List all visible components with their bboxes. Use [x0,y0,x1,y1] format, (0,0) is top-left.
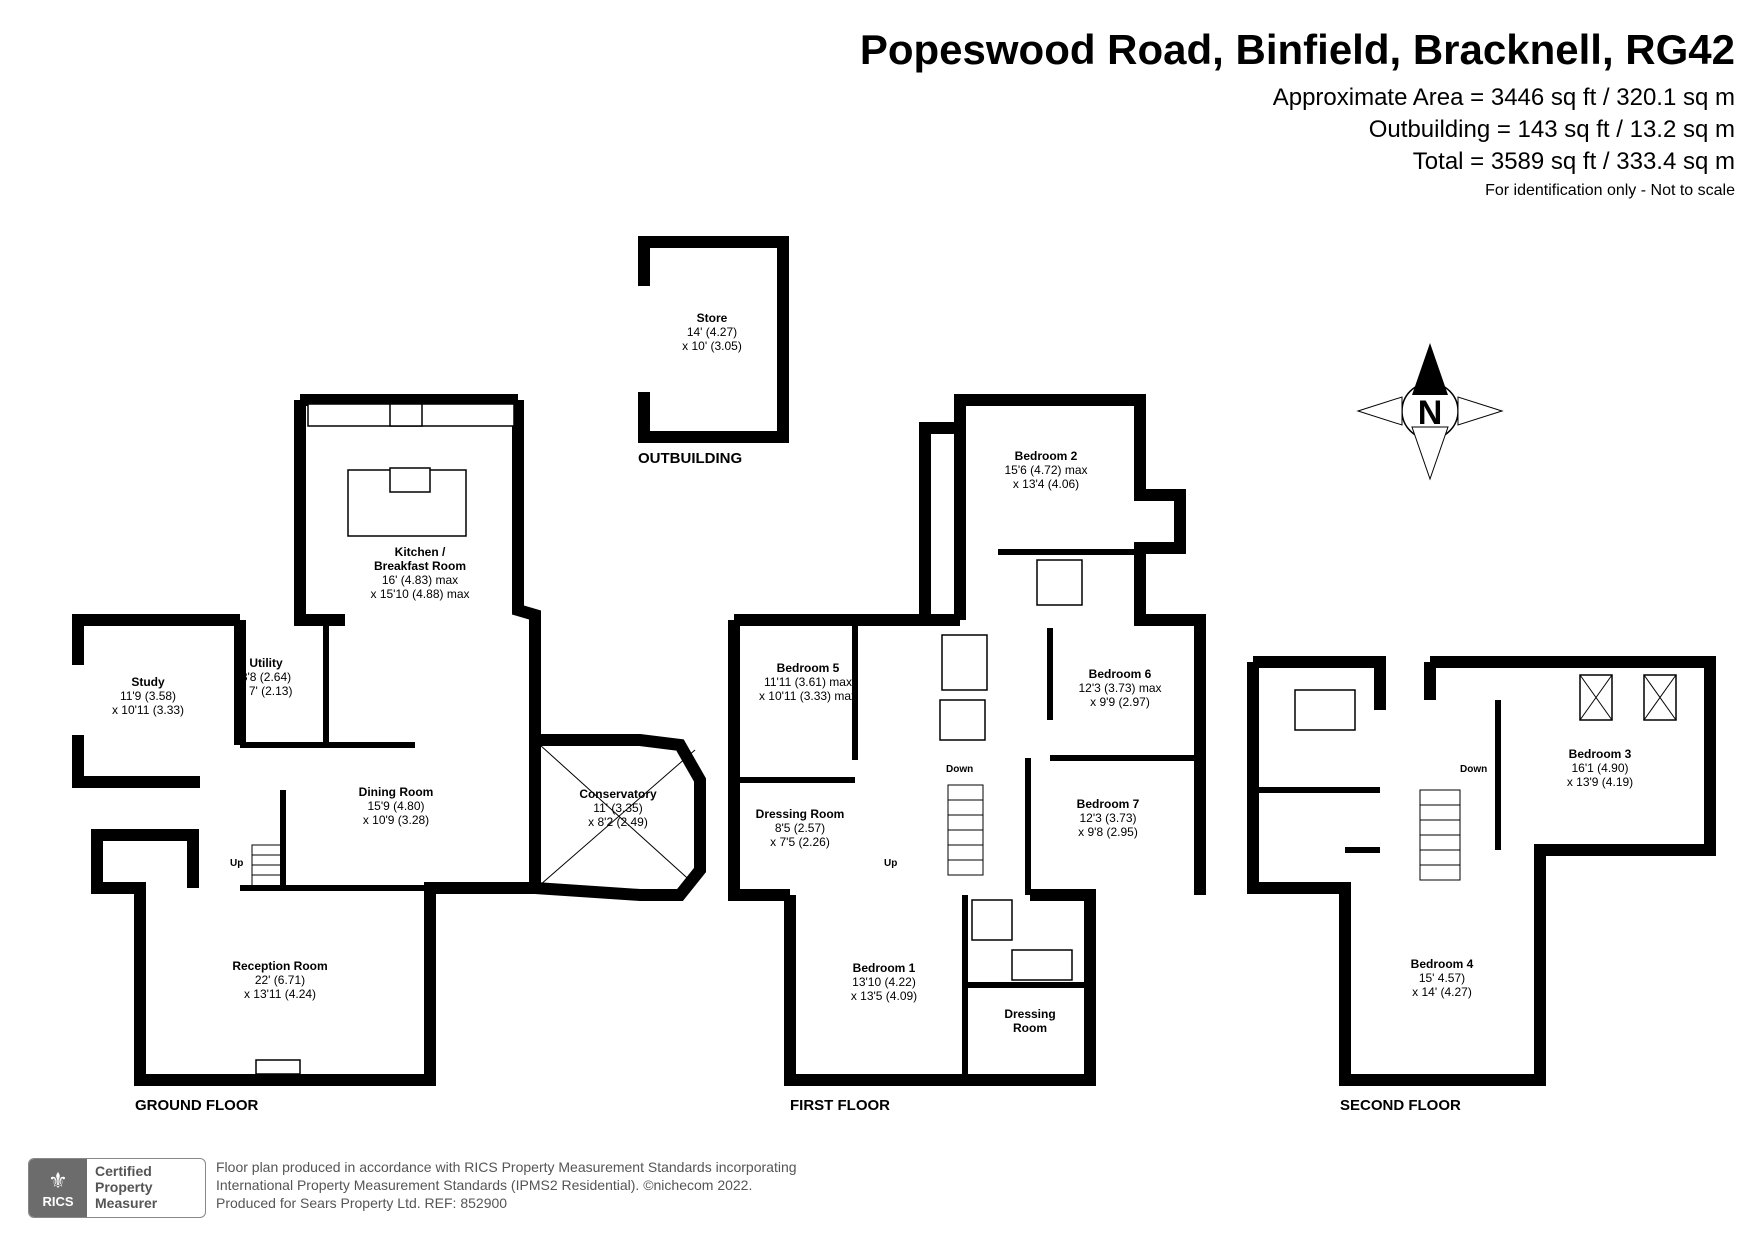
approximate-area: Approximate Area = 3446 sq ft / 320.1 sq… [1272,84,1735,111]
footer-disclaimer: Floor plan produced in accordance with R… [216,1159,797,1211]
skylight-icon [1579,674,1613,721]
first-floor-label: FIRST FLOOR [790,1097,890,1114]
bedroom3-name: Bedroom 3 [1569,747,1632,761]
utility-dim1: 8'8 (2.64) [241,670,291,684]
bedroom2-dim2: x 13'4 (4.06) [1013,477,1079,491]
bedroom2-name: Bedroom 2 [1015,449,1078,463]
bedroom4-name: Bedroom 4 [1411,957,1474,971]
bedroom1-dim1: 13'10 (4.22) [852,975,916,989]
compass: N [1356,343,1504,481]
conservatory-roof-line [539,749,696,886]
bedroom2-dim1: 15'6 (4.72) max [1005,463,1088,477]
store-name: Store [697,311,728,325]
dining-dim2: x 10'9 (3.28) [363,813,429,827]
reception-name: Reception Room [232,959,327,973]
skylight-icon [1643,674,1677,721]
bath-icon [1011,949,1073,981]
dressing1-dim1: 8'5 (2.57) [775,821,825,835]
second-left-wall-upper [1247,662,1351,895]
study-top-wall [72,614,240,665]
hob-icon [389,403,423,427]
outbuilding-label: OUTBUILDING [638,450,742,467]
kitchen-name1: Kitchen / [395,545,446,559]
total-area: Total = 3589 sq ft / 333.4 sq m [1412,148,1735,175]
bedroom6-dim2: x 9'9 (2.97) [1090,695,1150,709]
bedroom7-dim1: 12'3 (3.73) [1080,811,1137,825]
rics-certified-badge: ⚜ RICS Certified Property Measurer [28,1158,206,1218]
badge-text: Certified Property Measurer [95,1163,158,1211]
conservatory-name: Conservatory [579,787,657,801]
store-dim1: 14' (4.27) [687,325,737,339]
kitchen-left-wall [294,400,345,626]
kitchen-name2: Breakfast Room [374,559,466,573]
bedroom1-dim2: x 13'5 (4.09) [851,989,917,1003]
ground-floor-label: GROUND FLOOR [135,1097,258,1114]
conservatory-walls [534,734,706,901]
bedroom5-name: Bedroom 5 [777,661,840,675]
stairs-icon [251,784,1461,889]
shower-icon [939,699,986,741]
first-bottom-walls [784,889,1096,1086]
first-left-wall-upper [728,620,790,901]
utility-name: Utility [249,656,283,670]
stairs-up-label: Up [230,858,243,869]
ground-outer-walls [91,400,541,1086]
outbuilding-area: Outbuilding = 143 sq ft / 13.2 sq m [1368,116,1735,143]
study-bottom-wall [72,735,200,788]
stairs-up-label: Up [884,858,897,869]
dining-name: Dining Room [359,785,434,799]
store-walls [638,236,789,443]
conservatory-dim2: x 8'2 (2.49) [588,815,648,829]
bedroom3-walls [1430,656,1716,895]
bedroom2-left-walls [919,422,960,620]
kitchen-dim1: 16' (4.83) max [382,573,458,587]
compass-north-letter: N [1418,394,1443,432]
study-name: Study [131,675,165,689]
bedroom3-dim2: x 13'9 (4.19) [1567,775,1633,789]
bedroom6-name: Bedroom 6 [1089,667,1152,681]
bedroom4-dim1: 15' 4.57) [1419,971,1465,985]
shower-icon [1294,689,1356,731]
reception-dim1: 22' (6.71) [255,973,305,987]
dressing1-dim2: x 7'5 (2.26) [770,835,830,849]
bedroom5-dim2: x 10'11 (3.33) max [759,689,857,703]
property-title: Popeswood Road, Binfield, Bracknell, RG4… [859,26,1735,73]
dressing2-name2: Room [1013,1021,1047,1035]
fireplace-icon [255,1059,301,1075]
study-dim2: x 10'11 (3.33) [112,703,184,717]
dining-dim1: 15'9 (4.80) [368,799,425,813]
second-left-top-wall [1253,656,1386,710]
second-floor-label: SECOND FLOOR [1340,1097,1461,1114]
bedroom4-dim2: x 14' (4.27) [1412,985,1472,999]
bedroom7-name: Bedroom 7 [1077,797,1140,811]
dressing2-name1: Dressing [1004,1007,1055,1021]
bedroom1-name: Bedroom 1 [853,961,916,975]
study-dim1: 11'9 (3.58) [120,689,176,703]
stairs-down-label: Down [1460,764,1487,775]
bath-icon [941,634,988,691]
reception-dim2: x 13'11 (4.24) [244,987,316,1001]
bedroom3-dim1: 16'1 (4.90) [1572,761,1629,775]
shower-icon [971,899,1013,941]
dressing1-name: Dressing Room [756,807,845,821]
kitchen-dim2: x 15'10 (4.88) max [370,587,469,601]
first-right-walls [954,394,1206,895]
bedroom5-dim1: 11'11 (3.61) max [764,675,852,689]
conservatory-dim1: 11' (3.35) [593,801,642,815]
bedroom6-dim1: 12'3 (3.73) max [1079,681,1162,695]
store-dim2: x 10' (3.05) [682,339,742,353]
bedroom4-walls [1339,895,1546,1086]
rics-logo: ⚜ RICS [29,1159,87,1217]
sink-icon [389,467,431,493]
stairs-down-label: Down [946,764,973,775]
bedroom7-dim2: x 9'8 (2.95) [1078,825,1138,839]
utility-dim2: x 7' (2.13) [240,684,293,698]
conservatory-roof-line [539,744,696,886]
shower-icon [1036,559,1083,606]
disclaimer-note: For identification only - Not to scale [1485,182,1735,199]
